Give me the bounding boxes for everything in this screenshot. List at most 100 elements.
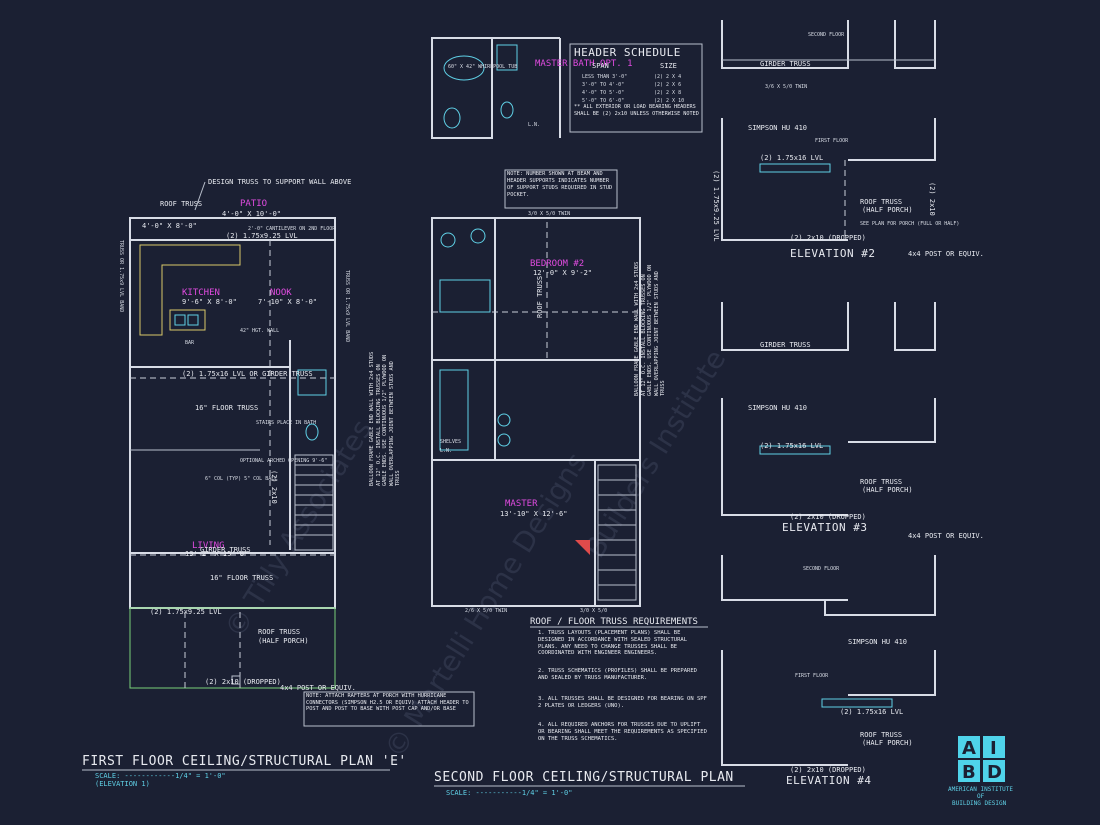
elev4-half-porch: (HALF PORCH) [862,739,913,747]
living-label: LIVING [192,541,225,551]
logo-line-3: BUILDING DESIGN [952,800,1007,807]
sf-stairs [597,464,637,601]
elev2-frame [721,118,848,241]
tr-item-2: 2. TRUSS SCHEMATICS (PROFILES) SHALL BE … [538,668,697,681]
elev2-frame-r [848,118,936,161]
elev1-dim: 3/6 X 5/0 TWIN [765,84,807,90]
elev4-lvl: (2) 1.75x16 LVL [840,708,903,716]
elev4a-frame [721,555,848,601]
design-truss-note-1: DESIGN TRUSS TO SUPPORT WALL ABOVE [208,178,351,186]
mb-tub-label: 60" X 42" WHIRLPOOL TUB [448,64,517,70]
master-dims: 13'-10" X 12'-6" [500,510,567,518]
mb-sink [500,101,514,119]
elev4-frame [721,650,848,766]
elev2-plan: SEE PLAN FOR PORCH (FULL OR HALF) [860,221,959,227]
master-label: MASTER [505,499,538,509]
logo-cell-i [983,736,1005,758]
logo-line-1: AMERICAN INSTITUTE [948,786,1013,793]
post-label: 4x4 POST OR EQUIV. [280,684,356,692]
hs-row-2-span: 3'-0" TO 4'-0" [582,82,624,88]
logo-letter-d: D [987,762,1002,783]
sf-outer-wall [431,217,641,607]
mb-label: MASTER BATH OPT. 1 [535,59,633,69]
watermark-1: © Tilly Associates [218,414,379,644]
roof-truss-label: ROOF TRUSS [160,200,202,208]
porch-note-box [303,691,475,727]
elev4-roof-truss: ROOF TRUSS [860,731,902,739]
second-floor-plan: NOTE: NUMBER SHOWN AT BEAM AND HEADER SU… [369,169,745,797]
logo-cell-a [958,736,980,758]
stairs-label: STAIRS PLACE IN BATH [256,420,316,426]
elev3-frame [721,398,848,516]
hs-col-size: SIZE [660,62,677,70]
nook-label: NOOK [270,288,292,298]
elev2-dropped: (2) 2x10 (DROPPED) [790,234,866,242]
sf-shelves: SHELVES [440,439,461,445]
mb-wall [431,37,493,139]
tr-item-1: 1. TRUSS LAYOUTS (PLACEMENT PLANS) SHALL… [538,630,687,656]
elev3-post: 4x4 POST OR EQUIV. [908,532,984,540]
elev2-lvl: (2) 1.75x16 LVL [760,154,823,162]
lvl-top-label: (2) 1.75x9.25 LVL [226,232,298,240]
hs-row-3-size: (2) 2 X 8 [654,90,681,96]
sf-note-box [504,169,618,209]
sf-support-note: NOTE: NUMBER SHOWN AT BEAM AND HEADER SU… [507,171,612,198]
lvl-bot-label: (2) 1.75x9.25 LVL [150,608,222,616]
elev4-simpson: SIMPSON HU 410 [848,638,907,646]
hs-row-4-span: 5'-0" TO 6'-0" [582,98,624,104]
elev1-girder: GIRDER TRUSS [760,60,811,68]
hdr-label: (2) 2x10 [270,470,278,504]
logo-letter-b: B [962,762,976,783]
elev4-title: ELEVATION #4 [786,774,871,787]
elev4a-frame-r [824,555,936,616]
porch-half: (HALF PORCH) [258,637,309,645]
sf-tub-1 [439,279,491,313]
elev3-half-porch: (HALF PORCH) [862,486,913,494]
hs-box [569,43,703,133]
porch-outline [129,607,336,689]
leader-1 [194,181,206,211]
elev4a-second-floor: SECOND FLOOR [803,566,840,572]
elev3a-frame [721,302,849,351]
porch-roof-truss: ROOF TRUSS [258,628,300,636]
elev1-frame [721,20,849,69]
second-floor-title: SECOND FLOOR CEILING/STRUCTURAL PLAN [434,770,734,785]
elev4-first-floor: FIRST FLOOR [795,673,829,679]
elev1-frame-r [894,20,936,69]
sink-1 [174,314,186,326]
bar-label: BAR [185,340,195,346]
kitchen-island [169,309,206,331]
hs-footnote: ** ALL EXTERIOR OR LOAD BEARING HEADERS … [574,104,699,117]
sf-roof-truss: ROOF TRUSS [536,276,544,318]
logo-cell-b [958,760,980,782]
sf-tub-2 [439,369,469,451]
elev3-title: ELEVATION #3 [782,521,867,534]
hs-row-1-size: (2) 2 X 4 [654,74,681,80]
elev2-first-floor: FIRST FLOOR [815,138,849,144]
elev2-roof-truss: ROOF TRUSS [860,198,902,206]
ff-half-bath [297,369,327,396]
aibd-logo: A I B D AMERICAN INSTITUTE OF BUILDING D… [948,736,1013,807]
sf-sink-1 [470,228,486,244]
nook-dims: 7'-10" X 8'-0" [258,298,317,306]
elev2-post: 4x4 POST OR EQUIV. [908,250,984,258]
sf-dim-top: 3/0 X 5/0 TWIN [528,211,570,217]
sf-red-marker [575,540,590,555]
header-schedule: HEADER SCHEDULE SPAN SIZE LESS THAN 3'-0… [569,43,703,133]
first-floor-elev-ref: (ELEVATION 1) [95,780,150,788]
sf-dim-bot-l: 2/6 X 5/0 TWIN [465,608,507,614]
elev3-frame-r [848,398,936,443]
elev4-dropped: (2) 2x10 (DROPPED) [790,766,866,774]
bedroom-label: BEDROOM #2 [530,259,584,269]
patio-label: PATIO [240,199,267,209]
elev3-roof-truss: ROOF TRUSS [860,478,902,486]
mb-shower [496,44,518,71]
ff-toilet [305,423,319,441]
tr-item-4: 4. ALL REQUIRED ANCHORS FOR TRUSSES DUE … [538,722,707,742]
first-floor-title: FIRST FLOOR CEILING/STRUCTURAL PLAN 'E' [82,754,407,769]
sf-dim-bot-r: 3/0 X 5/0 [580,608,607,614]
sf-ln: L.N. [440,448,452,454]
hs-col-span: SPAN [592,62,609,70]
